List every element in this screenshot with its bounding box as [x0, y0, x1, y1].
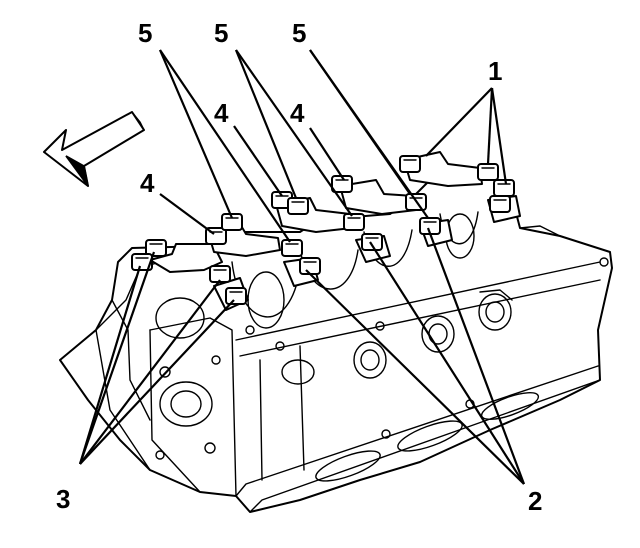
- bolt-head: [493, 179, 515, 197]
- bolt-head: [287, 197, 309, 215]
- bolt-head: [361, 233, 383, 251]
- callout-4-middle: 4: [214, 98, 229, 128]
- leader-lines: [78, 49, 526, 485]
- callout-5-right: 5: [292, 18, 306, 48]
- engine-block-illustration: [59, 151, 613, 513]
- bolt-head: [477, 163, 499, 181]
- callout-labels: 5 5 5 1 4 4 4 3 2: [56, 18, 542, 516]
- callout-5-left: 5: [138, 18, 152, 48]
- bolt-head: [489, 195, 511, 213]
- callout-4-right: 4: [290, 98, 305, 128]
- bolt-heads: [131, 155, 515, 305]
- direction-arrow-icon: [43, 111, 145, 187]
- bolt-head: [299, 257, 321, 275]
- bolt-head: [343, 213, 365, 231]
- bolt-head: [225, 287, 247, 305]
- bolt-head: [281, 239, 303, 257]
- callout-1: 1: [488, 56, 502, 86]
- bolt-head: [331, 175, 353, 193]
- callout-4-left: 4: [140, 168, 155, 198]
- bolt-head: [131, 253, 153, 271]
- bolt-head: [399, 155, 421, 173]
- bolt-head: [209, 265, 231, 283]
- callout-5-middle: 5: [214, 18, 228, 48]
- bolt-head: [221, 213, 243, 231]
- callout-2: 2: [528, 486, 542, 516]
- bolt-head: [145, 239, 167, 257]
- callout-3: 3: [56, 484, 70, 514]
